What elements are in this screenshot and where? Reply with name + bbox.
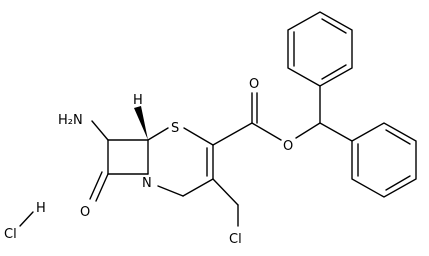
lower-phenyl-ring <box>351 122 417 198</box>
nitrogen-label: N <box>142 176 152 191</box>
benzhydryl-bond <box>295 122 321 139</box>
ester-carbonyl-oxygen-label: O <box>249 77 259 92</box>
lower-phenyl-bond <box>319 122 353 142</box>
amine-bond <box>91 120 109 141</box>
chlorine-label: Cl <box>229 232 242 247</box>
ketone-bond <box>89 171 109 202</box>
hcl-chlorine-label: Cl <box>4 227 17 242</box>
hcl-bond <box>19 211 34 227</box>
stereo-wedge <box>134 106 148 140</box>
upper-phenyl-ring <box>287 11 353 87</box>
hcl-hydrogen-label: H <box>36 201 46 216</box>
ester-carbon-bond <box>212 122 253 146</box>
beta-lactam-ring <box>107 139 149 175</box>
ketone-oxygen-label: O <box>80 205 90 220</box>
chloromethyl-bond <box>212 178 239 206</box>
ester-carbonyl-bond <box>251 92 258 124</box>
amine-label: H₂N <box>58 113 83 128</box>
hydrogen-label: H <box>133 93 143 108</box>
ester-oxygen-label: O <box>283 139 293 154</box>
sulfur-label: S <box>171 121 179 136</box>
dihydrothiazine-ring <box>147 127 214 197</box>
ester-oxygen-bond <box>251 122 282 141</box>
